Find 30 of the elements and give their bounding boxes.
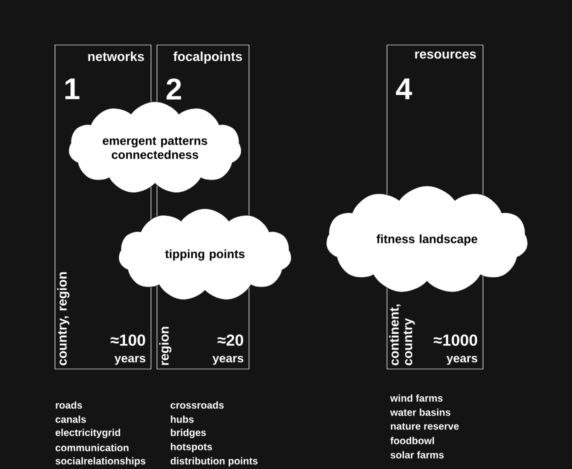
list-item: hotspots	[170, 442, 212, 452]
list-item: hubs	[170, 416, 194, 423]
list-item: solar farms	[390, 451, 444, 458]
list-item: crossroads	[170, 401, 224, 409]
list-item: roads	[56, 401, 82, 409]
scale-text: region	[159, 326, 172, 365]
scale-text: country, region	[57, 272, 70, 366]
time-unit: years	[446, 356, 478, 365]
list-item: distribution points	[170, 457, 258, 466]
time-unit: years	[212, 356, 244, 365]
scale-text: continent, country	[389, 304, 415, 366]
column-number: 4	[396, 78, 412, 100]
list-item: electricitygrid	[56, 428, 120, 438]
column-title: networks	[88, 52, 144, 62]
list-item: foodbowl	[390, 436, 434, 444]
list-item: communication	[56, 444, 128, 452]
list-item: nature reserve	[390, 423, 459, 430]
list-item: canals	[56, 416, 86, 423]
column-number: 1	[65, 78, 80, 100]
list-item: socialrelationships	[56, 457, 146, 466]
time-value: ≈1000	[434, 334, 478, 346]
time-value: ≈100	[110, 334, 146, 346]
list-item: water basins	[390, 408, 450, 416]
column-number: 2	[166, 78, 182, 100]
column-title: focalpoints	[173, 52, 242, 64]
time-unit: years	[114, 356, 146, 365]
time-value: ≈20	[218, 334, 244, 346]
column-title: resources	[415, 52, 476, 59]
list-item: bridges	[170, 428, 206, 438]
list-item: wind farms	[390, 394, 443, 402]
